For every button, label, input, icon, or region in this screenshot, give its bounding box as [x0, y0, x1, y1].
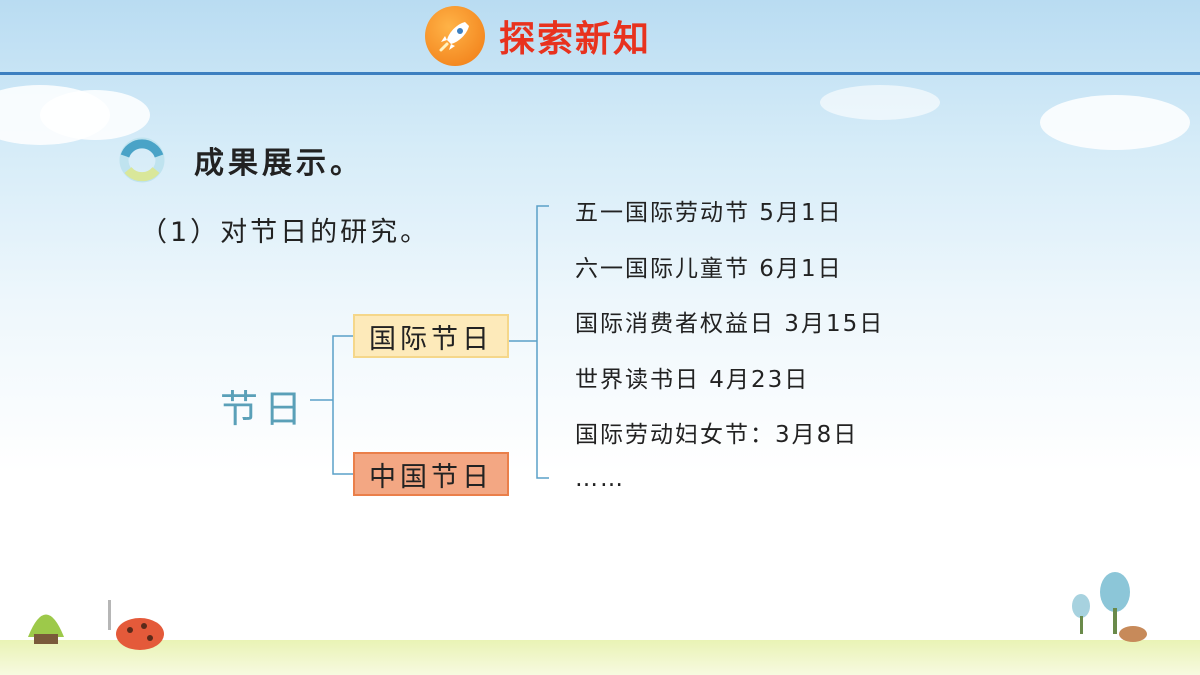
festival-list: 五一国际劳动节 5月1日 六一国际儿童节 6月1日 国际消费者权益日 3月15日…	[575, 196, 884, 518]
ground-strip	[0, 640, 1200, 675]
subtitle: （1）对节日的研究。	[140, 217, 431, 248]
diagram-root: 节日	[220, 387, 309, 431]
page-header: 探索新知	[425, 6, 651, 66]
branch-international-festivals: 国际节日	[353, 314, 509, 358]
list-item: 世界读书日 4月23日	[575, 366, 810, 393]
list-item: 国际消费者权益日 3月15日	[575, 311, 885, 337]
header-divider	[0, 72, 1200, 75]
cloud	[40, 90, 150, 140]
cloud	[820, 85, 940, 120]
list-item: 国际劳动妇女节：3月8日	[575, 422, 859, 448]
list-item: 六一国际儿童节 6月1日	[575, 255, 843, 282]
right-decoration	[1072, 572, 1147, 642]
ring-icon	[119, 137, 165, 183]
list-item: ……	[575, 466, 625, 492]
rocket-icon	[425, 6, 485, 66]
section-title: 成果展示。	[194, 146, 364, 181]
header-title: 探索新知	[499, 19, 652, 60]
cloud	[1040, 95, 1190, 150]
left-decoration	[28, 600, 164, 650]
section-heading: 成果展示。	[118, 135, 364, 185]
branch-chinese-festivals: 中国节日	[353, 452, 509, 496]
list-item: 五一国际劳动节 5月1日	[575, 200, 843, 226]
